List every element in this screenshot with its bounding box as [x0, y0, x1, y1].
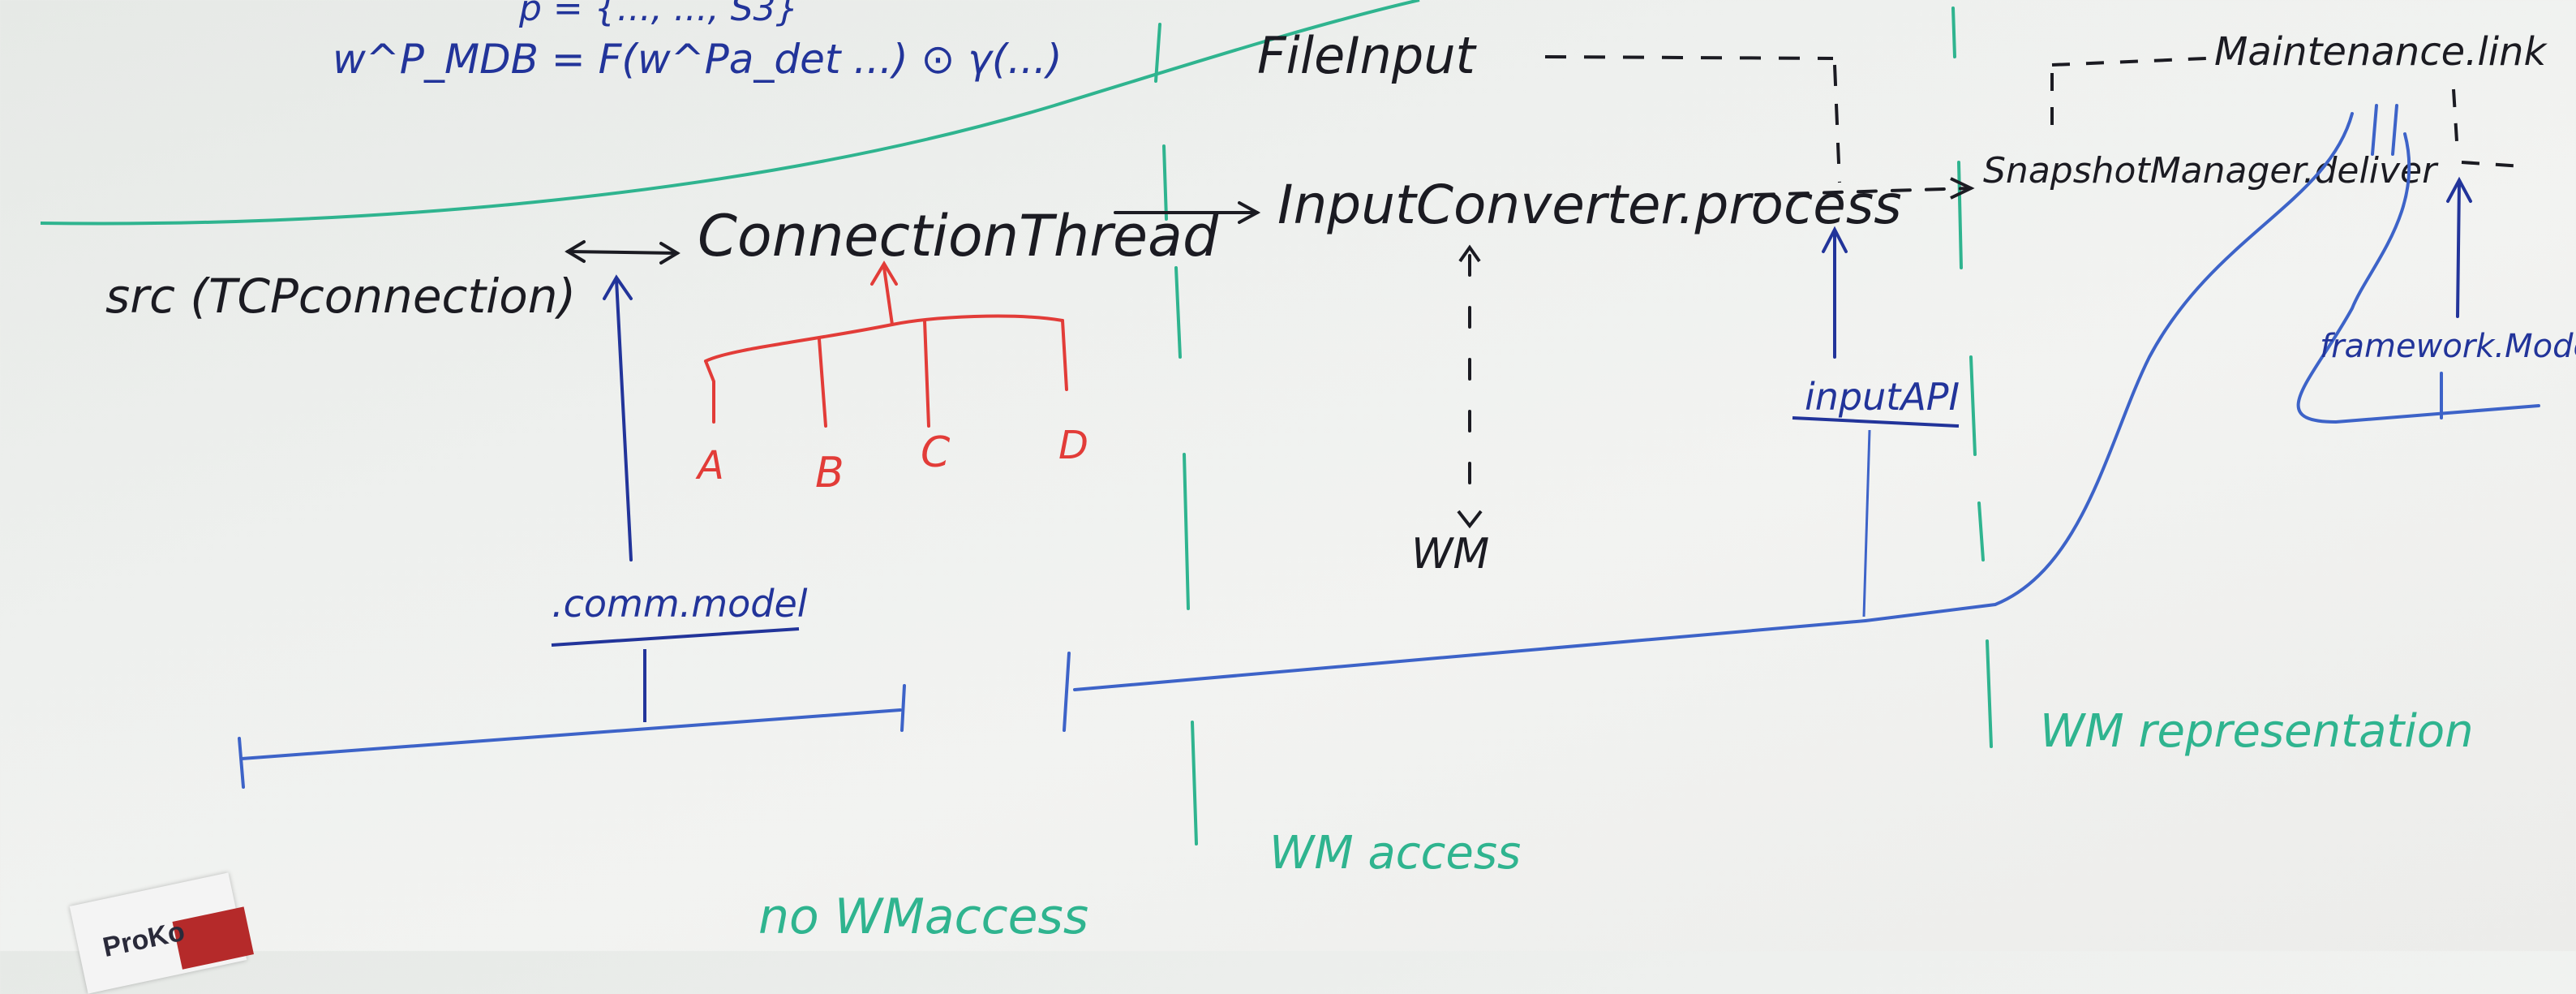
sticker-text: ProKo — [100, 915, 188, 964]
file-input-label: FileInput — [1257, 26, 1477, 85]
green-separator-curve — [40, 0, 1420, 226]
comm-model-underline — [551, 627, 800, 647]
src-label: src (TCPconnection) — [105, 269, 576, 324]
thread-branch-tree — [704, 260, 1068, 428]
green-divider-left — [1154, 23, 1198, 846]
zone-no-wm-access: no WMaccess — [758, 889, 1088, 945]
thread-d-label: D — [1058, 423, 1088, 468]
input-api-underline — [1792, 416, 1960, 428]
wm-arrowhead-up — [1458, 244, 1481, 263]
input-api-arrow — [1822, 226, 1848, 359]
formula-line-1: p = {..., ..., S3} — [518, 0, 799, 29]
zone-wm-representation: WM representation — [2040, 705, 2474, 758]
wm-arrowhead-down — [1457, 510, 1483, 529]
maintenance-dashed-link — [2050, 57, 2523, 168]
snapshot-manager-label: SnapshotManager.deliver — [1983, 150, 2439, 191]
converter-to-snapshot-arrowhead — [1950, 177, 1975, 200]
converter-to-snapshot-arrow — [1754, 187, 1973, 196]
right-bracket-line — [1063, 104, 2540, 732]
input-api-stem — [1862, 429, 1871, 617]
green-divider-right — [1951, 6, 1993, 748]
thread-a-label: A — [695, 443, 724, 488]
thread-c-label: C — [921, 428, 951, 477]
framework-model-label: framework.Model — [2320, 328, 2576, 365]
comm-model-label: .comm.model — [552, 582, 808, 626]
file-input-dashed-link — [1544, 55, 1841, 183]
thread-to-converter-arrow — [1114, 201, 1261, 224]
input-api-label: inputAPI — [1805, 375, 1960, 419]
input-converter-label: InputConverter.process — [1277, 174, 1902, 236]
formula-line-2: w^P_MDB = F(w^Pa_det ...) ⊙ γ(...) — [333, 36, 1063, 83]
thread-b-label: B — [815, 449, 844, 497]
left-bracket-line — [238, 684, 906, 789]
maintenance-link-label: Maintenance.link — [2214, 29, 2548, 75]
comm-model-arrow — [603, 274, 633, 562]
framework-model-arrow — [2446, 176, 2472, 318]
src-connection-arrow — [565, 240, 680, 265]
zone-wm-access: WM access — [1269, 827, 1521, 880]
wm-label: WM — [1411, 530, 1489, 579]
whiteboard: p = {..., ..., S3} w^P_MDB = F(w^Pa_det … — [40, 0, 2576, 945]
